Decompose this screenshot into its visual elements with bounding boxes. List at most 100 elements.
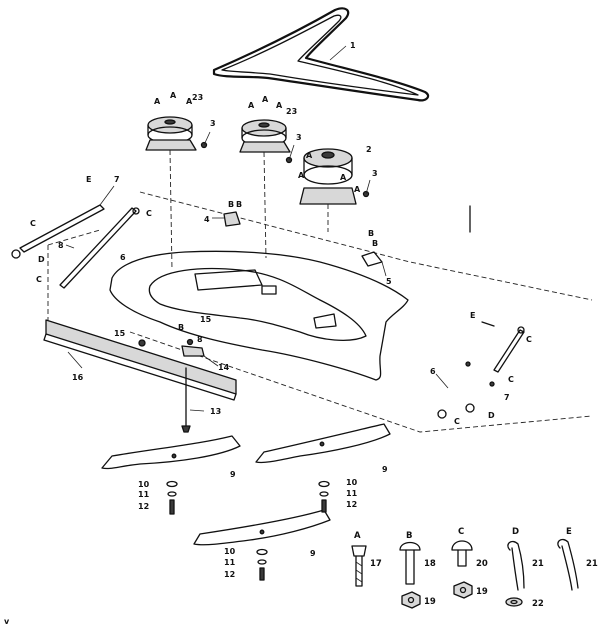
spindle-pulley-center xyxy=(239,119,291,153)
callout-10-center: 10 xyxy=(224,547,236,556)
hardware-d-hairpin-21 xyxy=(507,540,525,591)
callout-2: 2 xyxy=(366,145,372,154)
callout-11-right: 11 xyxy=(346,489,358,498)
tag-a: A xyxy=(340,173,347,182)
callout-20: 20 xyxy=(476,559,488,569)
nut-19-right xyxy=(453,581,473,599)
callout-9-center: 9 xyxy=(310,549,316,558)
tag-b: B xyxy=(236,200,242,209)
tag-a: A xyxy=(170,91,177,100)
callout-8-left: 8 xyxy=(58,241,64,250)
key-letter-a: A xyxy=(354,531,361,541)
tag-a: A xyxy=(262,95,269,104)
washer-22 xyxy=(505,597,523,607)
tag-a: A xyxy=(276,101,283,110)
callout-10-right: 10 xyxy=(346,478,358,487)
tag-e: E xyxy=(470,311,475,320)
callout-15-center: 15 xyxy=(200,315,212,324)
hardware-14-15 xyxy=(138,338,219,367)
callout-14: 14 xyxy=(218,363,230,372)
callout-23-left: 23 xyxy=(192,93,203,102)
callout-5: 5 xyxy=(386,277,392,286)
callout-22: 22 xyxy=(532,599,544,609)
blade-hardware-left xyxy=(166,480,178,515)
bracket-5 xyxy=(361,251,387,277)
tag-c: C xyxy=(36,275,42,284)
key-letter-e: E xyxy=(566,527,572,537)
callout-7-left: 7 xyxy=(114,175,120,184)
nut-19-left xyxy=(401,591,421,609)
callout-12-center: 12 xyxy=(224,570,235,579)
hardware-b-carriage-bolt-18 xyxy=(399,541,421,585)
callout-4: 4 xyxy=(204,215,210,224)
front-link-lower xyxy=(59,207,140,289)
spindle-bolt xyxy=(181,367,205,433)
callout-11-left: 11 xyxy=(138,490,150,499)
right-side-link xyxy=(435,321,525,419)
corner-mark: v xyxy=(4,617,10,626)
blade-right xyxy=(255,423,391,464)
key-letter-d: D xyxy=(512,527,519,537)
tag-b: B xyxy=(368,229,374,238)
callout-11-center: 11 xyxy=(224,558,236,567)
tag-a: A xyxy=(298,171,305,180)
blade-left xyxy=(101,435,241,470)
tag-a: A xyxy=(248,101,255,110)
callout-1: 1 xyxy=(350,41,356,50)
bolt-3-right xyxy=(362,179,371,198)
callout-16: 16 xyxy=(72,373,84,382)
spindle-pulley-right xyxy=(299,148,357,205)
callout-12-right: 12 xyxy=(346,500,357,509)
callout-21-e: 21 xyxy=(586,559,598,569)
callout-19-right: 19 xyxy=(476,587,488,597)
blade-hardware-right xyxy=(318,480,330,513)
callout-6-deck: 6 xyxy=(120,253,126,262)
hardware-e-hairpin-21 xyxy=(557,538,579,591)
tag-b: B xyxy=(372,239,378,248)
callout-19-left: 19 xyxy=(424,597,436,607)
spindle-pulley-left xyxy=(145,116,197,151)
tag-d: D xyxy=(38,255,45,264)
callout-13: 13 xyxy=(210,407,221,416)
tag-c: C xyxy=(146,209,152,218)
callout-10-left: 10 xyxy=(138,480,150,489)
hardware-c-bolt-20 xyxy=(451,540,473,567)
idler-bracket xyxy=(212,211,241,227)
callout-3-right: 3 xyxy=(372,169,378,178)
tag-a: A xyxy=(354,185,361,194)
callout-21-d: 21 xyxy=(532,559,544,569)
tag-a: A xyxy=(306,151,313,160)
mower-deck-housing xyxy=(109,250,409,381)
callout-9-right: 9 xyxy=(382,465,388,474)
callout-15-left: 15 xyxy=(114,329,126,338)
callout-7-right: 7 xyxy=(504,393,510,402)
blade-center xyxy=(193,509,331,546)
tag-a: A xyxy=(186,97,193,106)
tag-a: A xyxy=(154,97,161,106)
tag-c: C xyxy=(454,417,460,426)
front-link-upper xyxy=(11,185,115,259)
tag-c: C xyxy=(526,335,532,344)
callout-17: 17 xyxy=(370,559,382,569)
hardware-a-bolt-17 xyxy=(351,545,367,587)
tag-c: C xyxy=(30,219,36,228)
deck-baffle-bar xyxy=(43,319,237,401)
callout-3-center: 3 xyxy=(296,133,302,142)
tag-b: B xyxy=(228,200,234,209)
callout-6-right: 6 xyxy=(430,367,436,376)
tag-b: B xyxy=(178,323,184,332)
callout-9-left: 9 xyxy=(230,470,236,479)
tag-c: C xyxy=(508,375,514,384)
callout-3-left: 3 xyxy=(210,119,216,128)
blade-hardware-center xyxy=(256,548,268,581)
bolt-3-center xyxy=(285,144,295,164)
tag-d: D xyxy=(488,411,495,420)
callout-23-center: 23 xyxy=(286,107,297,116)
key-letter-b: B xyxy=(406,531,412,541)
callout-8-center: 8 xyxy=(197,335,203,344)
callout-12-left: 12 xyxy=(138,502,149,511)
key-letter-c: C xyxy=(458,527,464,537)
bolt-3-left xyxy=(200,131,211,149)
callout-18: 18 xyxy=(424,559,436,569)
